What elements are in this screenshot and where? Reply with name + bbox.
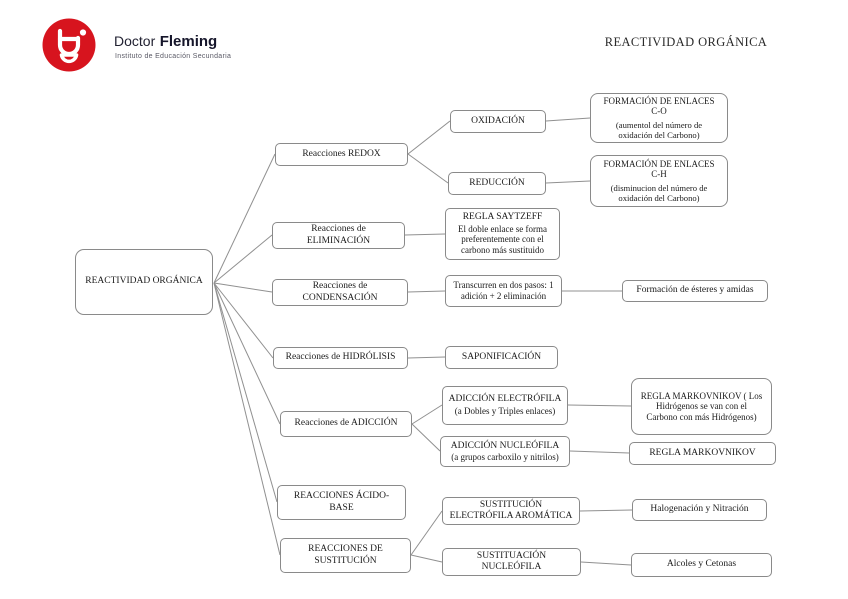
- node-formacion-esteres-amidas: Formación de ésteres y amidas: [622, 280, 768, 302]
- node-title: ADICCIÓN ELECTRÓFILA: [448, 394, 562, 405]
- node-note: (disminucion del número de oxidación del…: [610, 182, 708, 204]
- node-label: Transcurren en dos pasos: 1 adición + 2 …: [453, 280, 554, 301]
- node-reactividad-organica: REACTIVIDAD ORGÁNICA: [75, 249, 213, 315]
- node-label: REACCIONES ÁCIDO- BASE: [293, 491, 390, 513]
- brand-name-regular: Doctor: [114, 33, 156, 49]
- node-adiccion-electrofila: ADICCIÓN ELECTRÓFILA (a Dobles y Triples…: [442, 386, 568, 425]
- node-label: REDUCCIÓN: [469, 177, 525, 188]
- node-title: ADICCIÓN NUCLEÓFILA: [450, 440, 560, 451]
- logo-icon: [42, 18, 96, 72]
- node-transcurren-dos-pasos: Transcurren en dos pasos: 1 adición + 2 …: [445, 275, 562, 307]
- node-label: REACTIVIDAD ORGÁNICA: [85, 276, 203, 287]
- node-label: Reacciones de HIDRÓLISIS: [285, 352, 396, 363]
- node-label: REACCIONES DE SUSTITUCIÓN: [308, 544, 383, 566]
- page-title: REACTIVIDAD ORGÁNICA: [604, 35, 768, 49]
- node-regla-markovnikov: REGLA MARKOVNIKOV: [629, 442, 776, 465]
- logo-smile-icon: [59, 53, 79, 64]
- node-reacciones-adiccion: Reacciones de ADICCIÓN: [280, 411, 412, 437]
- node-label: Reacciones de ELIMINACIÓN: [306, 224, 371, 246]
- node-reacciones-hidrolisis: Reacciones de HIDRÓLISIS: [273, 347, 408, 369]
- node-label: Reacciones de CONDENSACIÓN: [302, 281, 378, 303]
- node-reacciones-condensacion: Reacciones de CONDENSACIÓN: [272, 279, 408, 306]
- node-oxidacion: OXIDACIÓN: [450, 110, 546, 133]
- node-saponificacion: SAPONIFICACIÓN: [445, 346, 558, 369]
- node-title: REGLA SAYTZEFF: [462, 212, 543, 223]
- brand-subtitle: Instituto de Educación Secundaria: [115, 53, 232, 60]
- logo-dot-icon: [79, 29, 87, 36]
- node-label: OXIDACIÓN: [471, 115, 525, 126]
- node-halogenacion-nitracion: Halogenación y Nitración: [632, 499, 767, 521]
- brand-name: Doctor Fleming: [114, 33, 217, 51]
- node-label: Reacciones de ADICCIÓN: [294, 418, 398, 429]
- node-adiccion-nucleofila: ADICCIÓN NUCLEÓFILA (a grupos carboxilo …: [440, 436, 570, 467]
- brand-name-bold: Fleming: [159, 33, 218, 50]
- node-label: Formación de ésteres y amidas: [636, 285, 754, 296]
- node-reacciones-redox: Reacciones REDOX: [275, 143, 408, 166]
- node-label: Alcoles y Cetonas: [666, 559, 737, 570]
- node-label: Reacciones REDOX: [302, 148, 381, 159]
- node-alcoles-cetonas: Alcoles y Cetonas: [631, 553, 772, 577]
- node-note: El doble enlace se forma preferentemente…: [458, 223, 547, 255]
- node-reacciones-acido-base: REACCIONES ÁCIDO- BASE: [277, 485, 406, 520]
- node-label: SUSTITUACIÓN NUCLEÓFILA: [476, 550, 547, 572]
- node-formacion-enlaces-ch: FORMACIÓN DE ENLACES C-H (disminucion de…: [590, 155, 728, 207]
- node-sustituacion-nucleofila: SUSTITUACIÓN NUCLEÓFILA: [442, 548, 581, 576]
- node-reacciones-eliminacion: Reacciones de ELIMINACIÓN: [272, 222, 405, 249]
- node-formacion-enlaces-co: FORMACIÓN DE ENLACES C-O (aumentol del n…: [590, 93, 728, 143]
- node-note: (a grupos carboxilo y nitrilos): [451, 451, 559, 462]
- node-label: Halogenación y Nitración: [650, 504, 749, 515]
- node-note: (a Dobles y Triples enlaces): [454, 406, 556, 417]
- node-label: SUSTITUCIÓN ELECTRÓFILA AROMÁTICA: [449, 499, 573, 521]
- node-title: FORMACIÓN DE ENLACES C-O: [603, 95, 715, 117]
- node-regla-markovnikov-detalle: REGLA MARKOVNIKOV ( Los Hidrógenos se va…: [631, 378, 772, 435]
- node-regla-saytzeff: REGLA SAYTZEFF El doble enlace se forma …: [445, 208, 560, 260]
- node-title: FORMACIÓN DE ENLACES C-H: [603, 158, 715, 180]
- node-sustitucion-electrofila-aromatica: SUSTITUCIÓN ELECTRÓFILA AROMÁTICA: [442, 497, 580, 525]
- node-label: REGLA MARKOVNIKOV ( Los Hidrógenos se va…: [640, 390, 763, 422]
- doctor-fleming-logo: [42, 18, 96, 72]
- node-label: SAPONIFICACIÓN: [461, 351, 542, 362]
- node-reduccion: REDUCCIÓN: [448, 172, 546, 195]
- node-reacciones-sustitucion: REACCIONES DE SUSTITUCIÓN: [280, 538, 411, 573]
- node-note: (aumentol del número de oxidación del Ca…: [615, 119, 703, 141]
- node-label: REGLA MARKOVNIKOV: [649, 447, 756, 458]
